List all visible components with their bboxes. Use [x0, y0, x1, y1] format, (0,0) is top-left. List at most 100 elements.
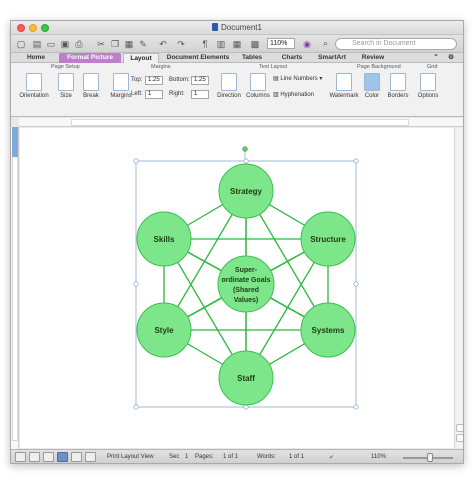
- templates-icon[interactable]: ▤: [32, 39, 42, 49]
- toolbox-icon[interactable]: ▩: [250, 39, 260, 49]
- break-icon: [83, 73, 99, 91]
- notebook-view-icon[interactable]: [71, 452, 82, 462]
- group-label-margins: Margins: [151, 64, 171, 70]
- vertical-scrollbar[interactable]: [454, 128, 463, 448]
- scroll-up-icon[interactable]: [456, 424, 463, 432]
- bottom-margin-label: Bottom:: [169, 77, 190, 83]
- pilcrow-icon[interactable]: ¶: [202, 39, 208, 49]
- tab-document-elements[interactable]: Document Elements: [166, 54, 230, 61]
- tab-review[interactable]: Review: [361, 54, 385, 61]
- hyphenation-button[interactable]: ▥ Hyphenation: [273, 92, 315, 98]
- window-title: Document1: [11, 23, 463, 32]
- zoom-slider-knob[interactable]: [427, 453, 433, 462]
- group-label-text-layout: Text Layout: [259, 64, 288, 70]
- statusbar-zoom: 110%: [371, 454, 386, 460]
- status-bar: Print Layout View Sec 1 Pages: 1 of 1 Wo…: [11, 449, 463, 463]
- mckinsey-7s-diagram[interactable]: Strategy Skills Structure Super- ordinat…: [20, 128, 454, 448]
- node-skills[interactable]: Skills: [136, 211, 192, 267]
- node-systems[interactable]: Systems: [300, 302, 356, 358]
- section-value: 1: [185, 454, 189, 460]
- left-margin-input[interactable]: 1: [145, 90, 163, 99]
- standard-toolbar: ▢ ▤ ▭ ▣ ⎙ ✂ ❐ ▦ ✎ ↶ ↷ ¶ ▥ ▦ ▩ 110% ◉ ⌕ S…: [11, 35, 463, 53]
- paste-icon[interactable]: ▦: [124, 39, 134, 49]
- print-layout-view-icon[interactable]: [57, 452, 68, 462]
- orientation-icon: [26, 73, 42, 91]
- save-icon[interactable]: ▣: [60, 39, 70, 49]
- section-label: Sec: [169, 454, 180, 460]
- new-document-icon[interactable]: ▢: [16, 39, 26, 49]
- spelling-check-icon[interactable]: ✔: [329, 455, 335, 461]
- node-shared-values[interactable]: Super- ordinate Goals (Shared Values): [217, 255, 275, 313]
- ribbon-settings-icon[interactable]: ⚙: [448, 54, 454, 61]
- publishing-view-icon[interactable]: [43, 452, 54, 462]
- size-icon: [58, 73, 74, 91]
- word-window: Document1 ▢ ▤ ▭ ▣ ⎙ ✂ ❐ ▦ ✎ ↶ ↷ ¶ ▥ ▦ ▩ …: [10, 20, 464, 464]
- columns-icon: [250, 73, 266, 91]
- node-systems-label: Systems: [312, 326, 345, 335]
- horizontal-ruler[interactable]: [19, 118, 463, 127]
- margins-button[interactable]: Margins: [107, 73, 135, 99]
- orientation-button[interactable]: Orientation: [17, 73, 51, 99]
- words-label: Words:: [257, 454, 276, 460]
- search-icon[interactable]: ⌕: [323, 38, 329, 48]
- bottom-margin-input[interactable]: 1.25: [191, 76, 209, 85]
- tab-layout[interactable]: Layout: [123, 53, 159, 63]
- undo-icon[interactable]: ↶: [159, 39, 167, 49]
- print-icon[interactable]: ⎙: [75, 39, 83, 49]
- gallery-icon[interactable]: ▦: [232, 39, 242, 49]
- left-margin-label: Left:: [131, 91, 143, 97]
- ribbon-tab-bar: Home Format Picture Layout Document Elem…: [11, 53, 463, 63]
- borders-button[interactable]: Borders: [385, 73, 411, 99]
- vertical-ruler[interactable]: [11, 127, 19, 449]
- collapse-ribbon-icon[interactable]: ⌃: [433, 54, 439, 61]
- page-color-button[interactable]: Color: [361, 73, 383, 99]
- top-margin-label: Top:: [131, 77, 143, 83]
- cut-icon[interactable]: ✂: [97, 39, 105, 49]
- sidebar-icon[interactable]: ▥: [216, 39, 226, 49]
- zoom-window-button[interactable]: [41, 24, 49, 32]
- help-icon[interactable]: ◉: [303, 39, 311, 49]
- resize-handles[interactable]: [133, 158, 359, 410]
- redo-icon[interactable]: ↷: [177, 39, 185, 49]
- tab-charts[interactable]: Charts: [281, 54, 303, 61]
- right-margin-input[interactable]: 1: [191, 90, 209, 99]
- group-label-grid: Grid: [427, 64, 438, 70]
- node-style[interactable]: Style: [136, 302, 192, 358]
- outline-view-icon[interactable]: [29, 452, 40, 462]
- tab-home[interactable]: Home: [26, 54, 46, 61]
- search-input[interactable]: Search in Document: [335, 38, 457, 50]
- break-button[interactable]: Break: [79, 73, 103, 99]
- scroll-down-icon[interactable]: [456, 434, 463, 442]
- words-value: 1 of 1: [289, 454, 305, 460]
- draft-view-icon[interactable]: [15, 452, 26, 462]
- direction-icon: [221, 73, 237, 91]
- grid-options-button[interactable]: Options: [415, 73, 441, 99]
- watermark-icon: [336, 73, 352, 91]
- pages-value: 1 of 1: [223, 454, 239, 460]
- focus-view-icon[interactable]: [85, 452, 96, 462]
- tab-tables[interactable]: Tables: [241, 54, 263, 61]
- tab-format-picture[interactable]: Format Picture: [59, 53, 121, 63]
- direction-button[interactable]: Direction: [215, 73, 243, 99]
- minimize-window-button[interactable]: [29, 24, 37, 32]
- columns-button[interactable]: Columns: [245, 73, 271, 99]
- watermark-button[interactable]: Watermark: [329, 73, 359, 99]
- top-margin-input[interactable]: 1.25: [145, 76, 163, 85]
- node-center-line-2: ordinate Goals: [221, 277, 270, 284]
- open-icon[interactable]: ▭: [46, 39, 56, 49]
- zoom-field[interactable]: 110%: [267, 38, 295, 49]
- copy-icon[interactable]: ❐: [110, 39, 120, 49]
- document-page[interactable]: Strategy Skills Structure Super- ordinat…: [20, 128, 454, 448]
- layout-ribbon: Page Setup Margins Text Layout Page Back…: [11, 63, 463, 117]
- pages-label: Pages:: [195, 454, 214, 460]
- size-button[interactable]: Size: [55, 73, 77, 99]
- node-structure[interactable]: Structure: [300, 211, 356, 267]
- node-strategy[interactable]: Strategy: [218, 163, 274, 219]
- line-numbers-button[interactable]: ▤ Line Numbers ▾: [273, 76, 323, 82]
- rotate-handle[interactable]: [242, 146, 248, 152]
- node-style-label: Style: [154, 326, 174, 335]
- node-staff[interactable]: Staff: [218, 350, 274, 406]
- close-window-button[interactable]: [17, 24, 25, 32]
- tab-smartart[interactable]: SmartArt: [318, 54, 346, 61]
- format-painter-icon[interactable]: ✎: [139, 39, 147, 49]
